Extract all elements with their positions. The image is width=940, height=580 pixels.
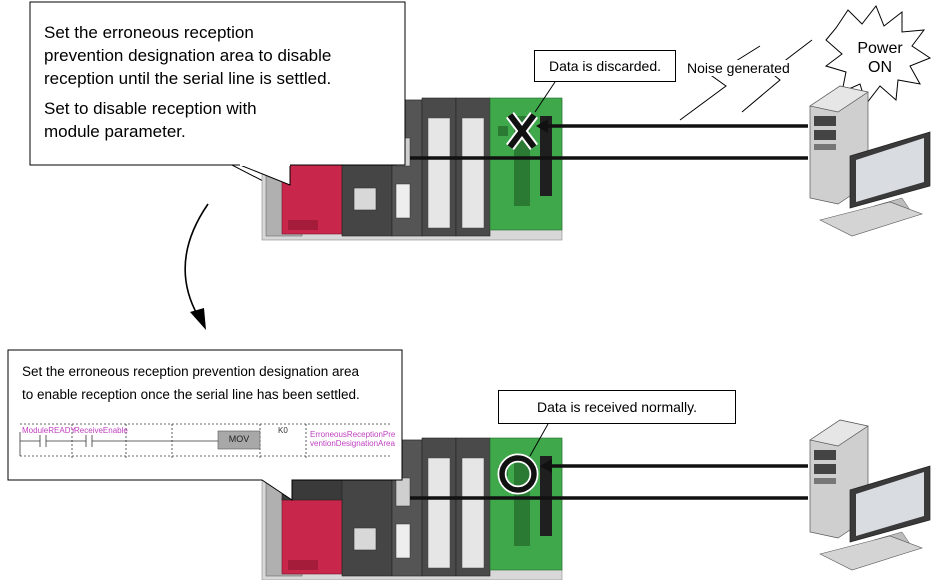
power-burst-shape: [824, 5, 932, 106]
top-callout-line-5: module parameter.: [44, 122, 186, 141]
top-callout-line-2: prevention designation area to disable: [44, 46, 332, 65]
noise-lightning: [679, 39, 813, 121]
pc-bottom: [809, 419, 931, 571]
noise-label: Noise generated: [685, 60, 792, 76]
ladder-diagram: [19, 423, 390, 458]
top-callout-line-3: reception until the serial line is settl…: [44, 69, 332, 88]
top-callout-line-4: Set to disable reception with: [44, 99, 257, 118]
bottom-callout-shape: [7, 349, 403, 501]
ladder-operand-2: ErroneousReceptionPre ventionDesignation…: [310, 430, 395, 448]
power-on-label: Power ON: [850, 39, 910, 77]
ladder-operand-2-line-2: ventionDesignationArea: [310, 439, 395, 448]
ladder-operand-2-line-1: ErroneousReceptionPre: [310, 430, 396, 439]
ladder-contact-2: ReceiveEnable: [74, 426, 128, 435]
bottom-callout-line-2: to enable reception once the serial line…: [22, 387, 360, 402]
bottom-callout-line-1: Set the erroneous reception prevention d…: [22, 364, 359, 379]
transition-arrow: [184, 203, 209, 317]
ladder-instruction-box: [217, 430, 261, 450]
ladder-instruction: MOV: [228, 434, 250, 444]
top-callout-line-1: Set the erroneous reception: [44, 23, 254, 42]
power-label-line-1: Power: [857, 40, 903, 57]
power-label-line-2: ON: [868, 59, 892, 76]
pc-top: [809, 85, 931, 237]
discard-x-mark: [506, 112, 538, 150]
ladder-contact-1: ModuleREADY: [22, 426, 76, 435]
received-label: Data is received normally.: [498, 390, 736, 424]
ladder-operand-1: K0: [278, 426, 288, 435]
discarded-label: Data is discarded.: [534, 50, 676, 82]
